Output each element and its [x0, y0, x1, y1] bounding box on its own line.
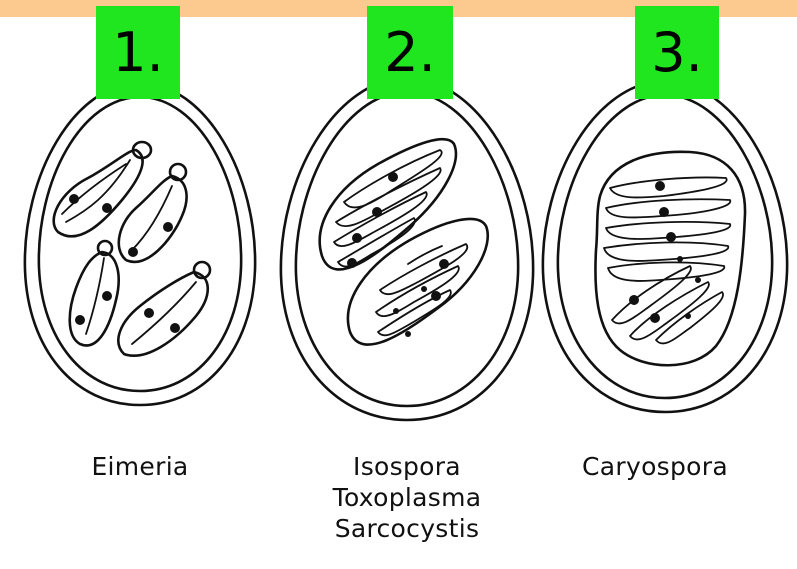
caption-label: Sarcocystis [292, 513, 522, 544]
sporocyst [118, 262, 210, 356]
sporocyst [595, 152, 745, 365]
sporocyst [119, 164, 187, 262]
caption-label: Caryospora [582, 452, 728, 481]
caption-label: Toxoplasma [292, 482, 522, 513]
oocyst-wall-outer [281, 78, 533, 420]
sporocyst [320, 139, 456, 269]
oocyst-wall-outer [25, 83, 255, 405]
nuclei [69, 194, 180, 333]
sporocyst [348, 219, 488, 345]
oocyst-wall-inner [558, 95, 772, 398]
caption-caryospora: Caryospora [555, 451, 755, 482]
caption-label: Isospora [292, 451, 522, 482]
caption-isospora-group: Isospora Toxoplasma Sarcocystis [292, 451, 522, 544]
badge-1: 1. [96, 6, 180, 99]
oocyst-wall-outer [543, 81, 787, 412]
badge-3: 3. [635, 6, 719, 99]
caption-label: Eimeria [91, 452, 188, 481]
oocyst-isospora [281, 78, 533, 420]
sporocyst [54, 142, 151, 236]
oocyst-caryospora [543, 81, 787, 412]
oocyst-eimeria [25, 83, 255, 405]
sporocyst [70, 241, 119, 345]
badge-2: 2. [367, 6, 453, 99]
caption-eimeria: Eimeria [40, 451, 240, 482]
